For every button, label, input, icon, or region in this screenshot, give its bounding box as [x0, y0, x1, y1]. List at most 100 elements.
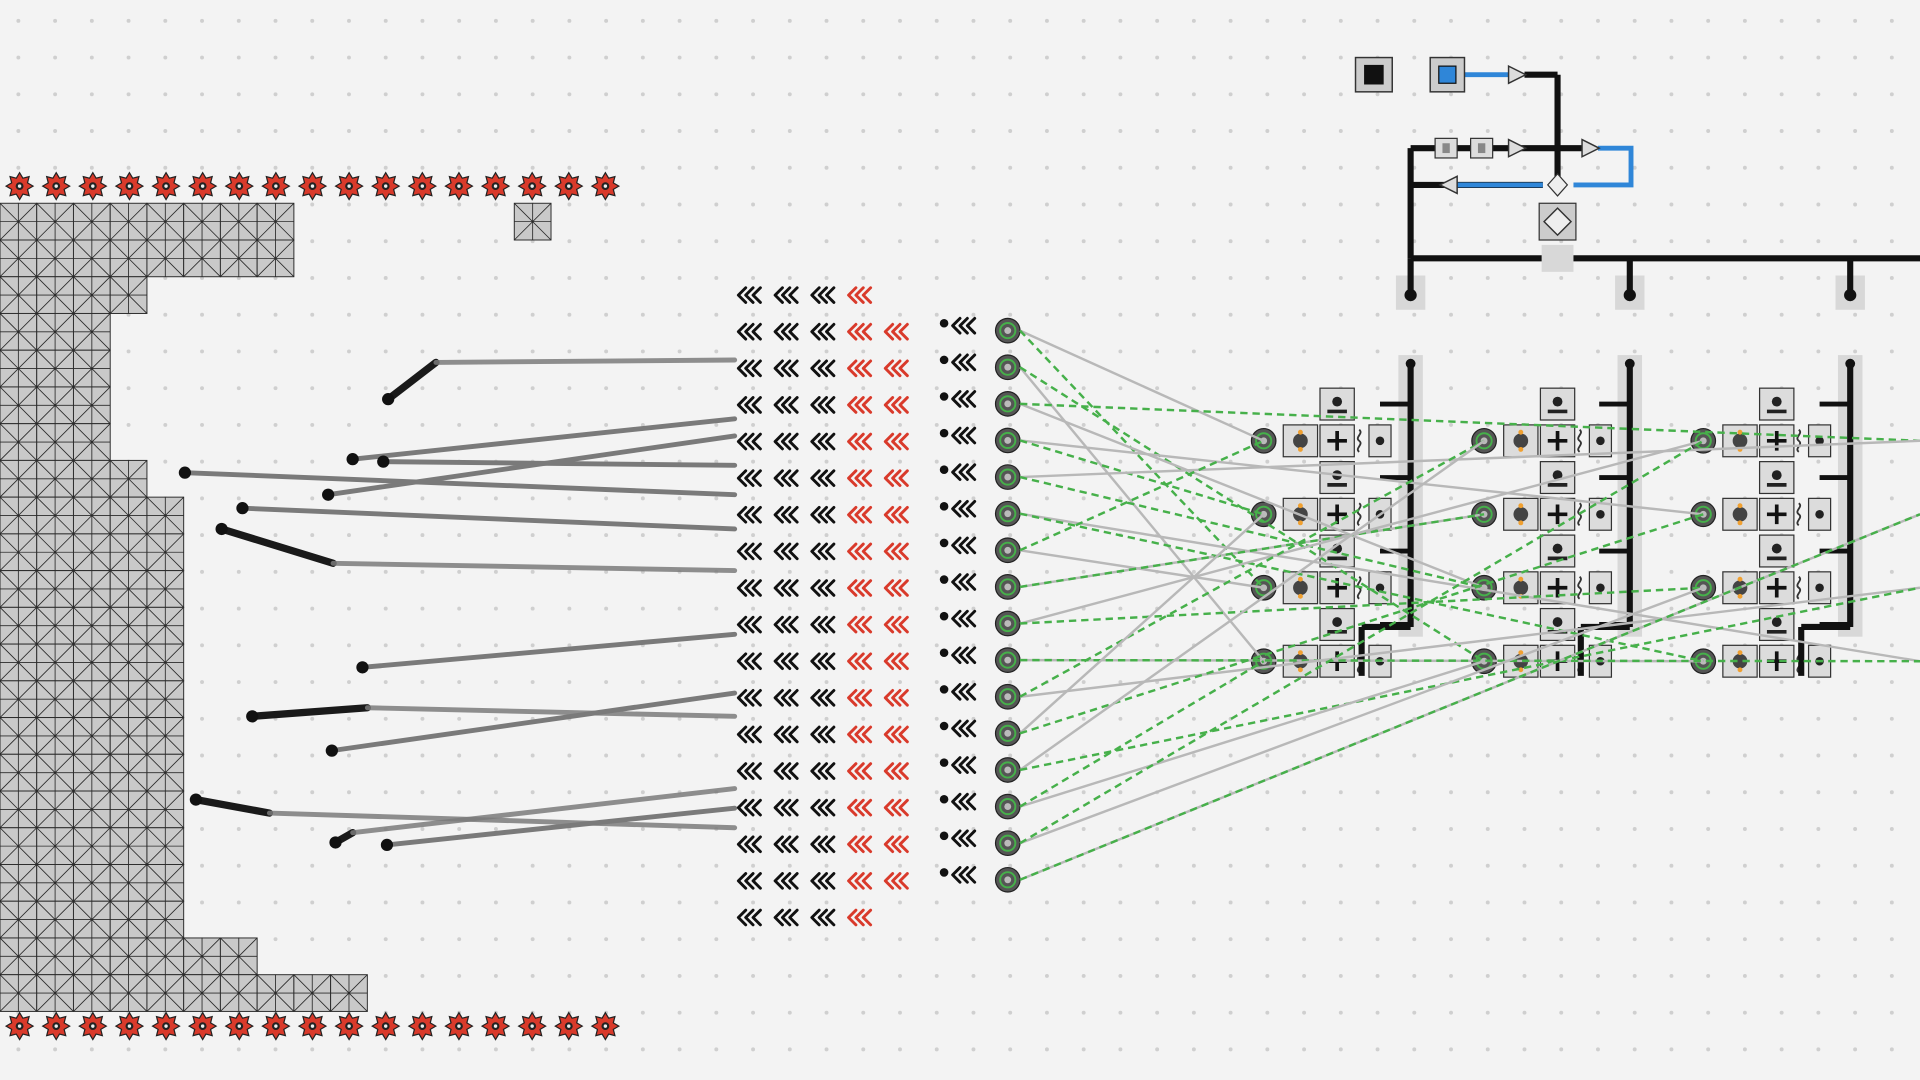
plus-junction-icon[interactable] [1758, 424, 1795, 458]
chevron-arrow-icon[interactable] [773, 542, 799, 561]
chevron-arrow-icon[interactable] [810, 579, 836, 597]
chevron-arrow-icon[interactable] [773, 798, 799, 817]
chevron-arrow-icon[interactable] [883, 359, 909, 378]
spiral-node-icon[interactable] [994, 317, 1021, 344]
plus-junction-icon[interactable] [1758, 497, 1795, 531]
chevron-arrow-icon[interactable] [847, 835, 873, 854]
chevron-arrow-icon[interactable] [951, 353, 977, 372]
chevron-arrow-icon[interactable] [773, 322, 799, 341]
spiral-node-icon[interactable] [994, 537, 1021, 564]
chevron-arrow-icon[interactable] [883, 725, 909, 744]
chevron-arrow-icon[interactable] [810, 286, 836, 304]
gear-icon[interactable] [590, 171, 621, 201]
chevron-arrow-icon[interactable] [810, 725, 836, 744]
chevron-arrow-icon[interactable] [847, 432, 873, 451]
logic-module[interactable] [1250, 461, 1392, 531]
diode-icon[interactable] [1507, 64, 1528, 85]
chevron-arrow-icon[interactable] [773, 725, 799, 744]
chevron-arrow-icon[interactable] [773, 762, 799, 780]
chevron-arrow-icon[interactable] [736, 322, 762, 341]
spiral-node-icon[interactable] [994, 793, 1021, 820]
spiral-node-icon[interactable] [994, 757, 1021, 783]
chevron-arrow-icon[interactable] [847, 359, 873, 378]
chevron-arrow-icon[interactable] [736, 359, 762, 378]
plus-junction-icon[interactable] [1539, 571, 1576, 605]
chevron-arrow-icon[interactable] [773, 908, 799, 927]
rod-joint[interactable] [382, 393, 395, 406]
chevron-arrow-icon[interactable] [847, 505, 873, 524]
chevron-arrow-icon[interactable] [810, 872, 836, 890]
diode-icon[interactable] [1507, 138, 1528, 158]
chevron-arrow-icon[interactable] [847, 579, 873, 597]
chevron-arrow-icon[interactable] [736, 505, 762, 524]
gear-icon[interactable] [261, 1011, 291, 1041]
diode-icon[interactable] [1581, 138, 1601, 158]
gear-icon[interactable] [371, 1011, 401, 1041]
chevron-arrow-icon[interactable] [951, 316, 977, 335]
rod-joint[interactable] [246, 710, 259, 723]
chevron-arrow-icon[interactable] [951, 646, 977, 665]
chevron-arrow-icon[interactable] [883, 872, 909, 890]
chevron-arrow-icon[interactable] [773, 652, 799, 671]
rod-joint[interactable] [356, 661, 369, 674]
chevron-arrow-icon[interactable] [736, 469, 762, 487]
gear-icon[interactable] [187, 171, 218, 201]
rod-joint[interactable] [236, 502, 249, 515]
chevron-arrow-icon[interactable] [810, 505, 836, 524]
rod-joint[interactable] [329, 836, 342, 849]
chevron-arrow-icon[interactable] [847, 286, 873, 304]
spiral-node-icon[interactable] [994, 830, 1021, 857]
chevron-arrow-icon[interactable] [810, 542, 836, 561]
chevron-arrow-icon[interactable] [773, 872, 799, 890]
chevron-arrow-icon[interactable] [773, 579, 799, 597]
chevron-arrow-icon[interactable] [847, 908, 873, 927]
rod-joint[interactable] [377, 455, 390, 468]
chevron-arrow-icon[interactable] [951, 573, 977, 591]
gear-icon[interactable] [187, 1011, 218, 1041]
gear-icon[interactable] [480, 1011, 511, 1041]
chevron-arrow-icon[interactable] [883, 505, 909, 524]
gear-icon[interactable] [4, 171, 35, 201]
chevron-arrow-icon[interactable] [810, 615, 836, 634]
chevron-arrow-icon[interactable] [810, 908, 836, 927]
chevron-arrow-icon[interactable] [883, 689, 909, 707]
gear-icon[interactable] [224, 171, 254, 201]
chevron-arrow-icon[interactable] [736, 762, 762, 780]
chevron-arrow-icon[interactable] [951, 463, 977, 481]
gear-icon[interactable] [590, 1011, 621, 1041]
chevron-arrow-icon[interactable] [883, 469, 909, 487]
chevron-arrow-icon[interactable] [810, 432, 836, 451]
chevron-arrow-icon[interactable] [951, 499, 977, 518]
spiral-node-icon[interactable] [994, 647, 1021, 673]
chevron-arrow-icon[interactable] [810, 322, 836, 341]
gear-icon[interactable] [4, 1011, 35, 1041]
chevron-arrow-icon[interactable] [773, 432, 799, 451]
chevron-arrow-icon[interactable] [810, 396, 836, 414]
chevron-arrow-icon[interactable] [810, 359, 836, 378]
logic-module[interactable] [1690, 387, 1832, 458]
spiral-node-icon[interactable] [994, 720, 1021, 747]
chevron-arrow-icon[interactable] [773, 359, 799, 378]
chevron-arrow-icon[interactable] [883, 762, 909, 780]
chevron-arrow-icon[interactable] [736, 725, 762, 744]
gear-icon[interactable] [517, 171, 547, 201]
gear-icon[interactable] [334, 1011, 364, 1041]
chevron-arrow-icon[interactable] [951, 756, 977, 774]
spiral-node-icon[interactable] [994, 500, 1021, 527]
chevron-arrow-icon[interactable] [847, 872, 873, 890]
gear-icon[interactable] [41, 171, 71, 201]
logic-module[interactable] [1250, 534, 1392, 605]
gear-icon[interactable] [407, 1011, 437, 1041]
chevron-arrow-icon[interactable] [951, 719, 977, 738]
spiral-node-icon[interactable] [994, 354, 1021, 381]
chevron-arrow-icon[interactable] [951, 683, 977, 701]
rod-joint[interactable] [322, 488, 335, 501]
spiral-node-icon[interactable] [994, 574, 1021, 600]
chevron-arrow-icon[interactable] [810, 689, 836, 707]
spiral-node-icon[interactable] [994, 683, 1021, 710]
gear-icon[interactable] [78, 1011, 108, 1041]
gear-icon[interactable] [297, 1011, 328, 1041]
gear-icon[interactable] [444, 171, 474, 201]
gear-icon[interactable] [517, 1011, 547, 1041]
chevron-arrow-icon[interactable] [736, 615, 762, 634]
